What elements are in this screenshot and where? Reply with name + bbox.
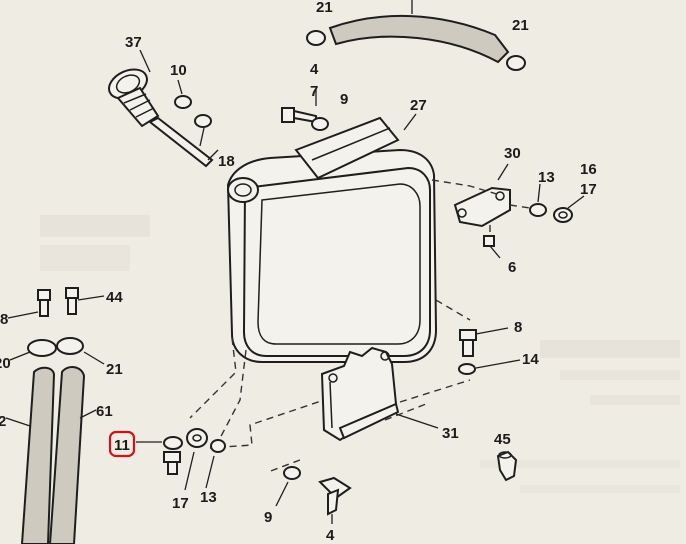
callout-61: 61	[96, 403, 113, 420]
callout-11-highlight	[108, 430, 136, 458]
callout-11: 11	[114, 437, 130, 454]
lower-fasteners	[163, 428, 352, 524]
oil-tank	[226, 113, 438, 363]
callout-8-right: 8	[514, 319, 522, 336]
callout-31: 31	[442, 425, 459, 442]
callout-8-left: 8	[0, 311, 8, 328]
callout-9-top: 9	[340, 91, 348, 108]
callout-7: 7	[310, 83, 318, 100]
bracket-31	[320, 346, 439, 442]
callout-9-bottom: 9	[264, 509, 272, 526]
callout-44: 44	[106, 289, 123, 306]
left-hoses-fittings	[5, 287, 105, 544]
callout-2: 2	[0, 413, 6, 430]
callout-13-right: 13	[538, 169, 555, 186]
callout-4-bottom: 4	[326, 527, 335, 544]
callout-21-top-left: 21	[316, 0, 333, 16]
callout-17-right: 17	[580, 181, 597, 198]
callout-14: 14	[522, 351, 539, 368]
bolt-7-washer-9	[281, 88, 329, 131]
callout-18: 18	[218, 153, 235, 170]
callout-21-top-right: 21	[512, 17, 529, 34]
callout-6: 6	[508, 259, 516, 276]
elbow-fitting-45	[496, 450, 518, 482]
top-hose	[306, 0, 526, 71]
callout-16: 16	[580, 161, 597, 178]
callout-4-top: 4	[310, 61, 319, 78]
callout-45: 45	[494, 431, 511, 448]
callout-17-bottom: 17	[172, 495, 189, 512]
callout-21-left: 21	[106, 361, 123, 378]
callout-10: 10	[170, 62, 187, 79]
bolt-8-washer-14	[458, 327, 521, 375]
callout-13-bottom: 13	[200, 489, 217, 506]
callout-labels: 21 21 37 10 4 7 9 27 18 30 16 13 17 6 8 …	[0, 0, 597, 544]
callout-20: 20	[0, 355, 11, 372]
callout-30: 30	[504, 145, 521, 162]
assembly-lines	[189, 179, 531, 473]
leader-lines	[136, 49, 585, 443]
filler-cap-dipstick	[108, 68, 219, 168]
background-print	[40, 215, 680, 493]
callout-27: 27	[410, 97, 427, 114]
callout-37: 37	[125, 34, 142, 51]
bracket-30	[453, 163, 573, 259]
